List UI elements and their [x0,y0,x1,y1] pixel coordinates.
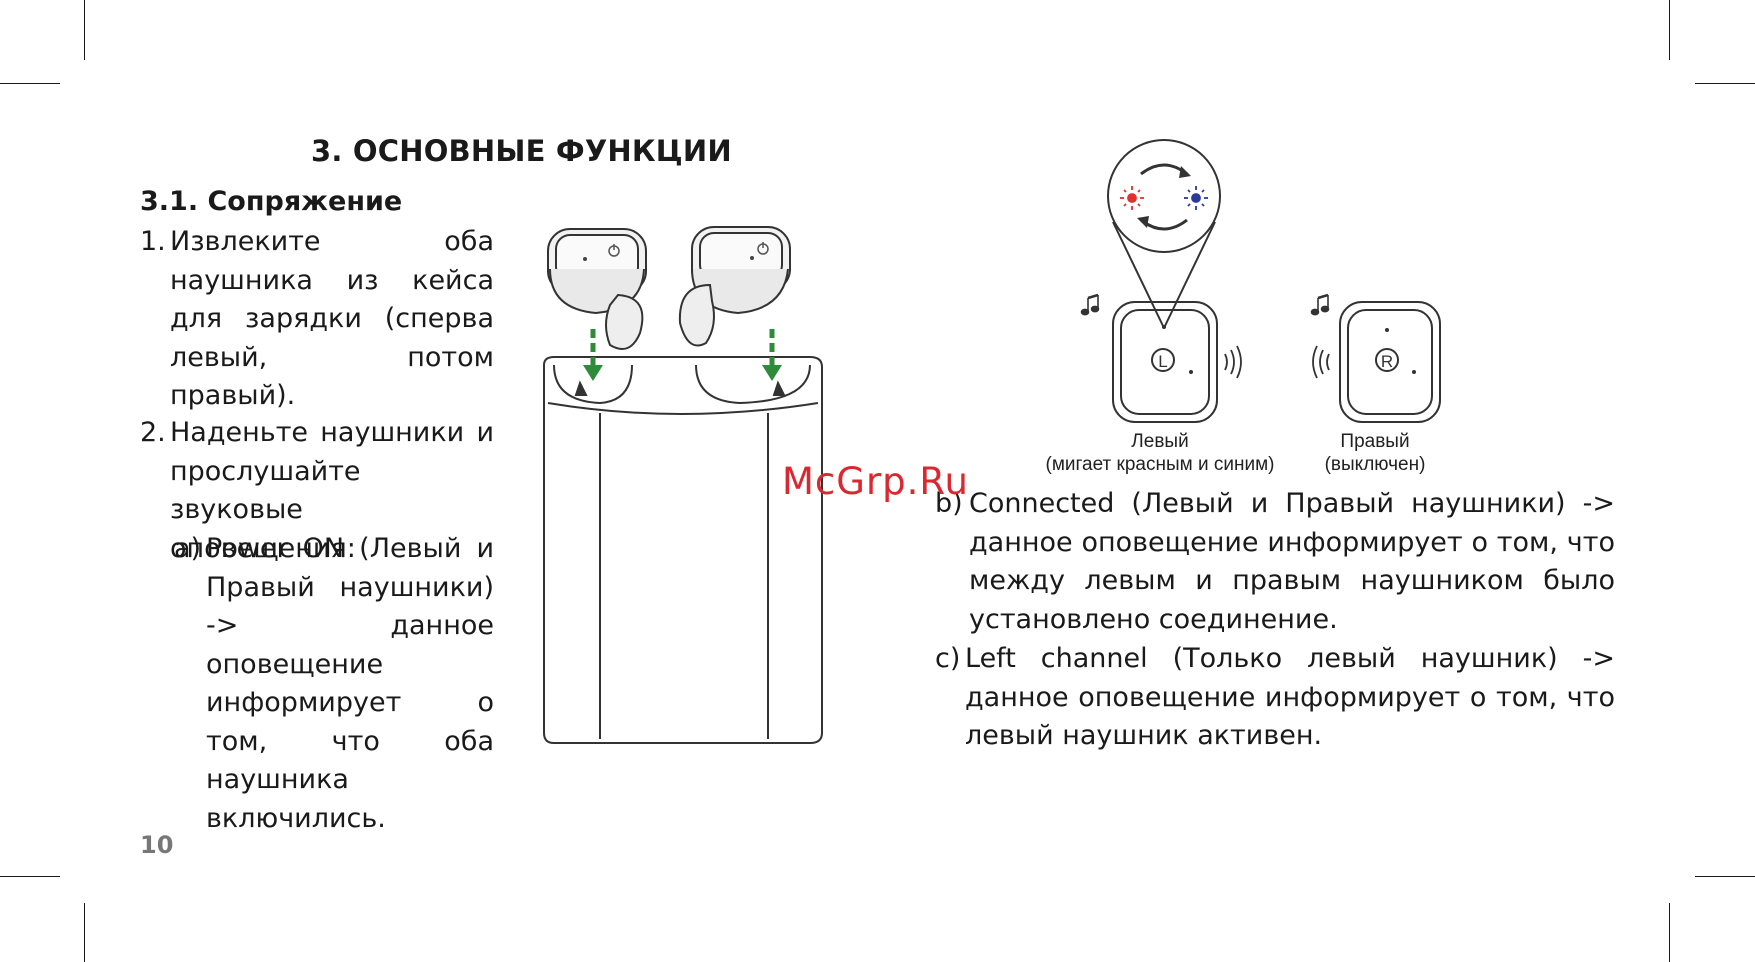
sound-waves-icon [1224,345,1242,379]
crop-mark [1695,876,1755,877]
substep-label: c) [935,643,961,674]
list-item-step-2: 2. Наденьте наушники и прослушайте звуко… [140,414,494,568]
caption-title: Правый [1340,431,1410,452]
substep-text: Power ON (Левый и Правый наушники) -> да… [206,533,494,834]
crop-mark [0,876,60,877]
power-icon [608,244,620,257]
down-arrow-icon [583,329,603,381]
left-earbud-letter: L [1158,352,1167,371]
crop-mark [1669,0,1670,60]
page-number: 10 [140,831,174,859]
substep-text: Connected (Левый и Правый наушники) -> д… [969,488,1615,635]
list-item-step-1: 1. Извлеките оба наушника из кейса для з… [140,223,494,416]
power-icon [757,242,769,255]
crop-mark [84,903,85,962]
list-item-substep-c: c) Left channel (Только левый наушник) -… [935,640,1615,756]
crop-mark [1695,83,1755,84]
left-earbud-caption: Левый (мигает красным и синим) [1040,430,1280,476]
page-title: 3. ОСНОВНЫЕ ФУНКЦИИ [311,134,732,168]
crop-mark [1669,903,1670,962]
right-earbud-caption: Правый (выключен) [1290,430,1460,476]
down-arrow-icon [762,329,782,381]
led-red-icon [1120,186,1144,210]
step-number: 2. [140,417,166,448]
music-note-icon [1310,293,1330,316]
right-earbud [678,226,791,347]
sound-waves-icon [1312,345,1330,379]
list-item-substep-b: b) Connected (Левый и Правый наушники) -… [935,485,1615,639]
right-earbud-letter: R [1381,352,1393,371]
watermark: McGrp.Ru [782,460,969,503]
caption-subtitle: (выключен) [1324,454,1426,475]
substep-text: Left channel (Только левый наушник) -> д… [965,643,1615,751]
section-title: 3.1. Сопряжение [140,186,403,217]
music-note-icon [1080,293,1100,316]
crop-mark [84,0,85,60]
substep-label: a) [174,533,202,564]
step-text: Извлеките оба наушника из кейса для заря… [170,226,494,411]
substep-label: b) [935,488,963,519]
led-blue-icon [1184,186,1208,210]
caption-subtitle: (мигает красным и синим) [1045,454,1275,475]
left-earbud [547,228,647,350]
charging-case-illustration [543,226,823,744]
earbud-led-illustration: L R [1080,139,1441,423]
step-text: Наденьте наушники и прослушайте звуковые… [170,417,494,564]
crop-mark [0,83,60,84]
step-number: 1. [140,226,166,257]
list-item-substep-a: a) Power ON (Левый и Правый наушники) ->… [174,530,494,838]
caption-title: Левый [1131,431,1189,452]
